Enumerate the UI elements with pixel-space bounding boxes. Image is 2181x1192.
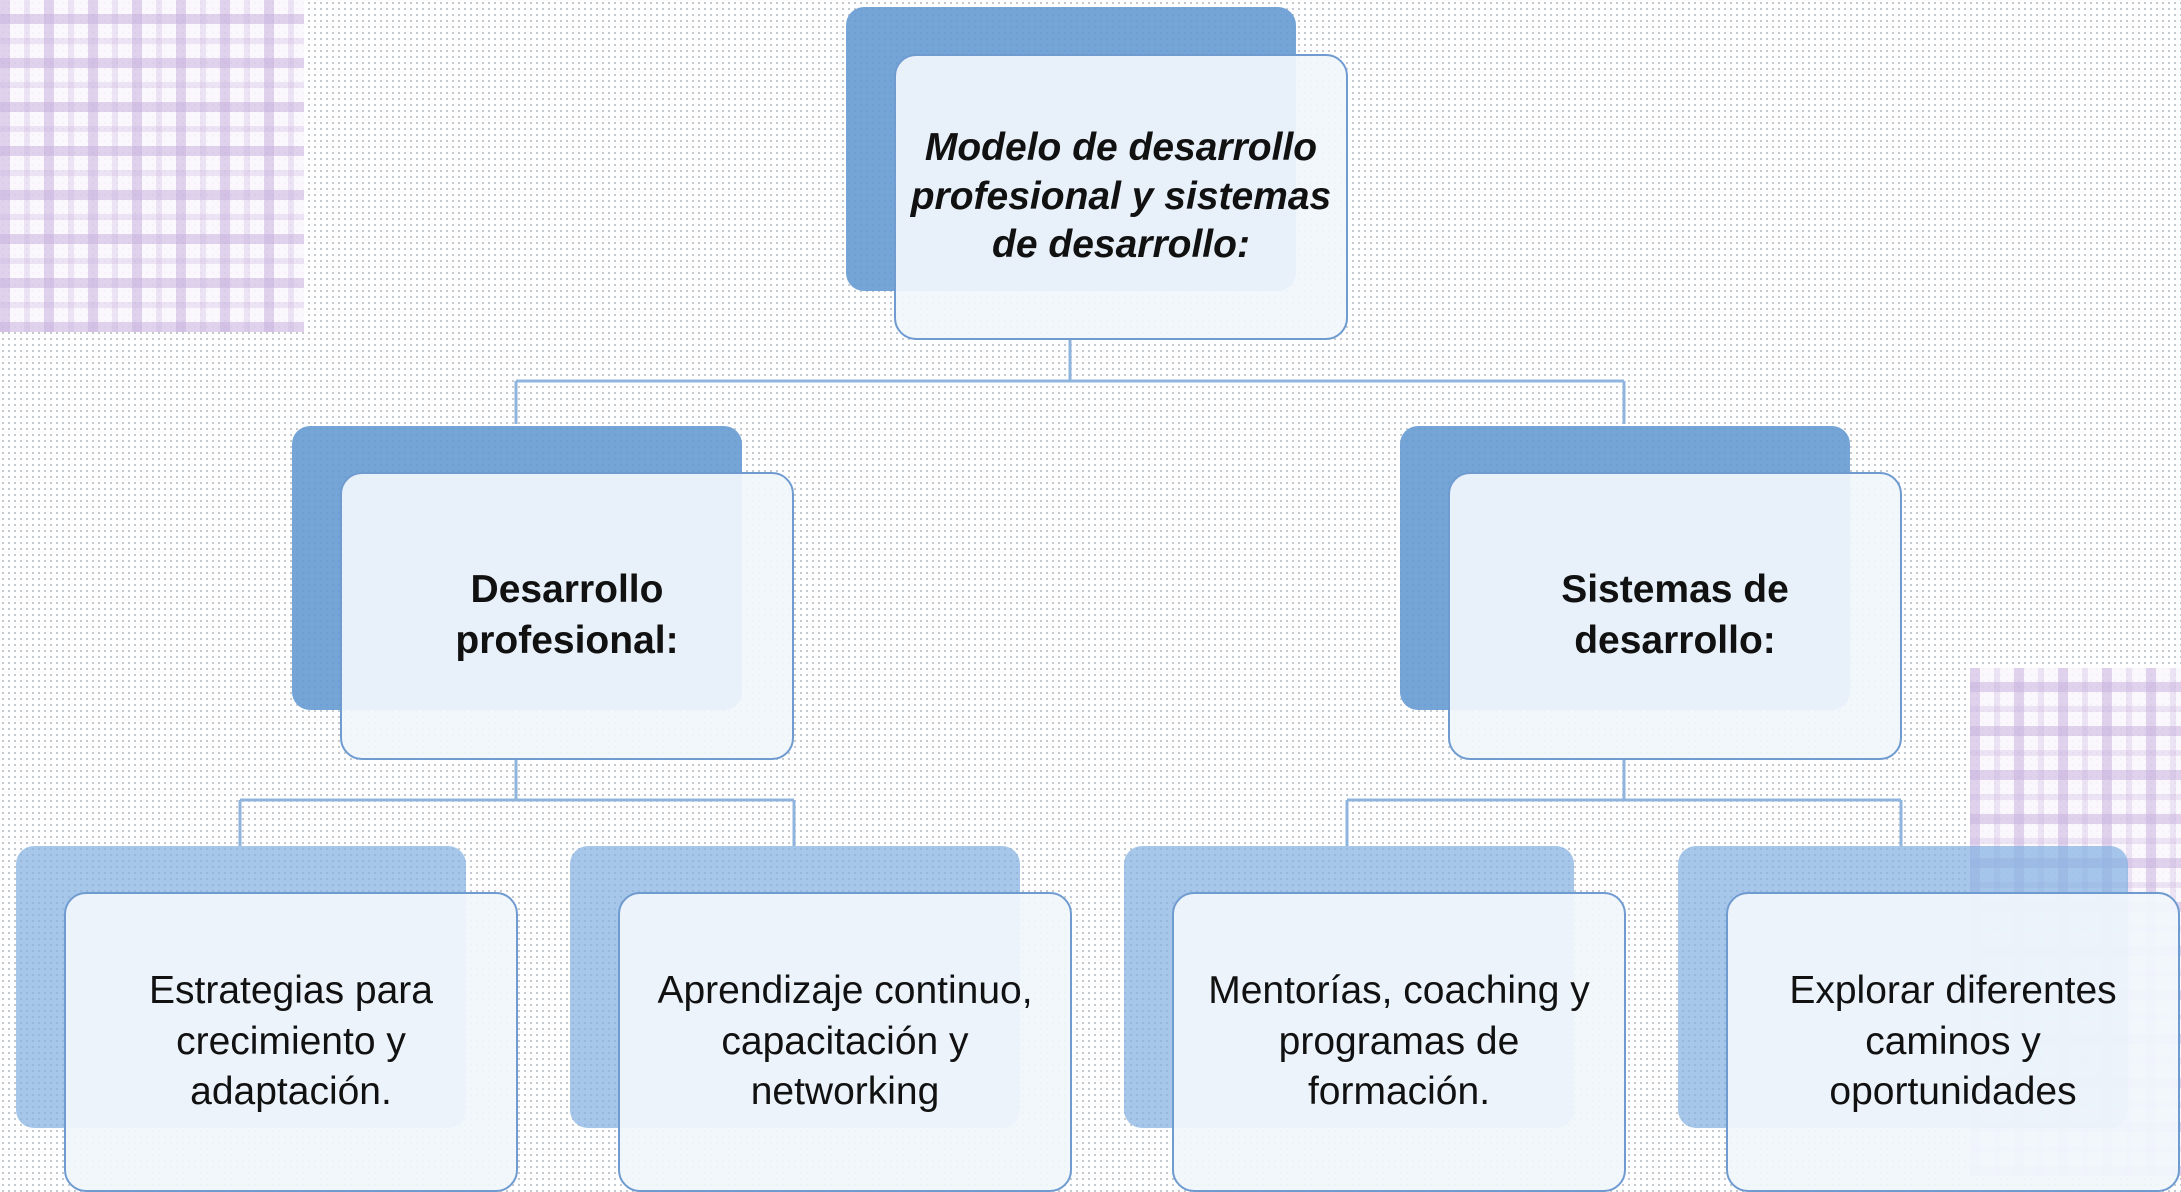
leaf-node-mentorias: Mentorías, coaching y programas de forma… — [1172, 892, 1626, 1192]
connector-root — [514, 340, 1626, 424]
root-node: Modelo de desarrollo profesional y siste… — [894, 54, 1348, 340]
leaf-node-label: Explorar diferentes caminos y oportunida… — [1789, 968, 2117, 1114]
branch-node-label: Sistemas de desarrollo: — [1561, 568, 1789, 662]
plaid-decoration-top-left — [0, 0, 304, 332]
leaf-node-explorar: Explorar diferentes caminos y oportunida… — [1726, 892, 2180, 1192]
connector-left — [238, 760, 796, 846]
branch-node-desarrollo-profesional: Desarrollo profesional: — [340, 472, 794, 760]
leaf-node-label: Estrategias para crecimiento y adaptació… — [149, 968, 433, 1114]
connector-right — [1345, 760, 1903, 846]
leaf-node-label: Mentorías, coaching y programas de forma… — [1208, 968, 1590, 1114]
leaf-node-estrategias: Estrategias para crecimiento y adaptació… — [64, 892, 518, 1192]
leaf-node-aprendizaje: Aprendizaje continuo, capacitación y net… — [618, 892, 1072, 1192]
branch-node-sistemas-de-desarrollo: Sistemas de desarrollo: — [1448, 472, 1902, 760]
root-node-label: Modelo de desarrollo profesional y siste… — [910, 125, 1332, 267]
leaf-node-label: Aprendizaje continuo, capacitación y net… — [657, 968, 1033, 1114]
branch-node-label: Desarrollo profesional: — [455, 568, 679, 662]
